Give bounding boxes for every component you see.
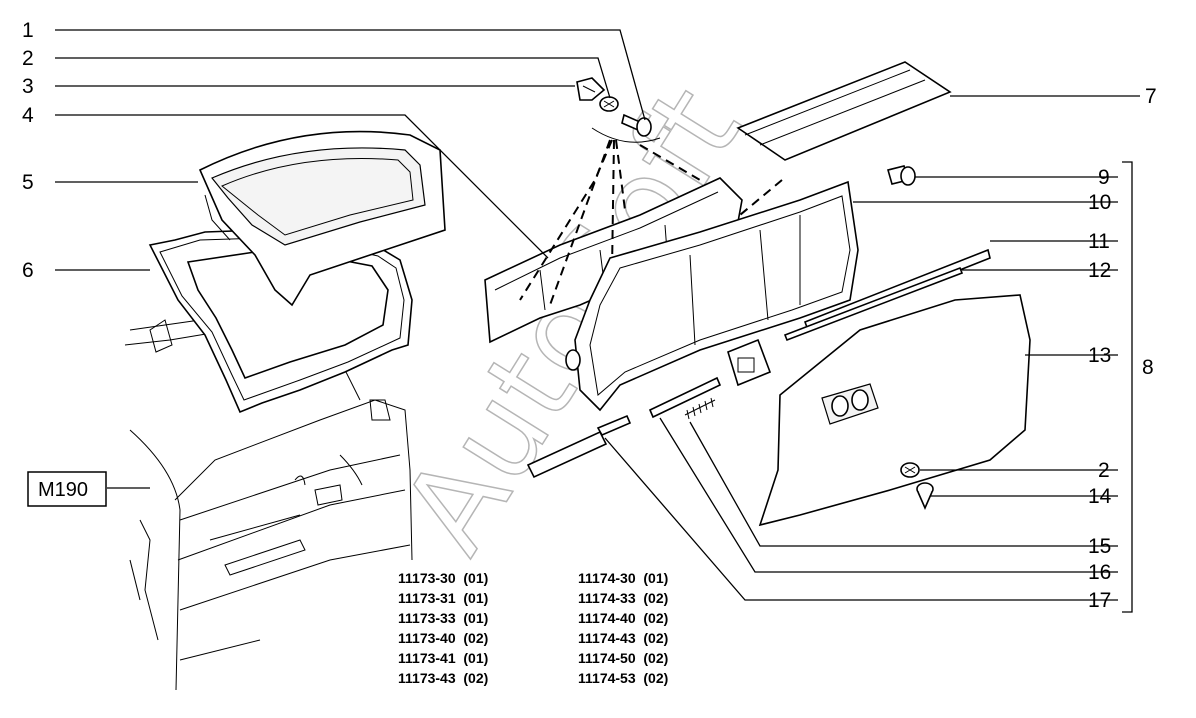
callout-3: 3: [22, 75, 34, 98]
callout-11: 11: [1088, 230, 1110, 253]
callout-13: 13: [1088, 344, 1111, 367]
group-bracket: [1122, 161, 1133, 613]
part-5-cluster-hood: [198, 130, 446, 307]
callout-2-lower: 2: [1098, 459, 1110, 482]
model-code: 11174-43 (02): [578, 630, 668, 646]
callout-14: 14: [1088, 485, 1112, 508]
part-2-washer-lower: [900, 462, 920, 478]
part-1-screw: [621, 113, 652, 137]
model-code: 11173-41 (01): [398, 650, 488, 666]
callout-7: 7: [1145, 85, 1157, 108]
part-2-washer: [599, 96, 619, 112]
part-14-screw: [916, 482, 934, 510]
callout-6: 6: [22, 259, 34, 282]
callout-2: 2: [22, 47, 34, 70]
model-code: 11174-40 (02): [578, 610, 668, 626]
assembly-arrows: [519, 139, 783, 306]
reference-box: M190: [27, 471, 107, 507]
model-code: 11173-31 (01): [398, 590, 488, 606]
model-codes-right: 11174-30 (01) 11174-33 (02) 11174-40 (02…: [578, 570, 668, 686]
model-code: 11173-30 (01): [398, 570, 488, 586]
callout-17: 17: [1088, 589, 1111, 612]
model-code: 11174-53 (02): [578, 670, 668, 686]
part-3-clip: [576, 77, 606, 101]
callout-16: 16: [1088, 561, 1111, 584]
model-code: 11174-50 (02): [578, 650, 668, 666]
part-17-damper: [526, 414, 632, 479]
callout-numbers: 1 2 3 4 5 6 7 9 10 11 12 13 8 2 14 15 16…: [22, 19, 1157, 612]
part-12-hinge-rod: [783, 266, 964, 342]
model-code: 11173-43 (02): [398, 670, 488, 686]
part-6-panel-frame: [148, 229, 413, 414]
callout-15: 15: [1088, 535, 1111, 558]
part-15-spring: [684, 397, 716, 420]
part-16-rod: [648, 376, 722, 419]
callout-10: 10: [1088, 191, 1111, 214]
model-code: 11173-33 (01): [398, 610, 488, 626]
callout-4: 4: [22, 104, 34, 127]
model-code: 11174-33 (02): [578, 590, 668, 606]
reference-box-label: M190: [38, 479, 88, 501]
part-9-bumper: [887, 165, 916, 186]
callout-9: 9: [1098, 166, 1110, 189]
fastener-group-arc: [591, 127, 661, 143]
callout-12: 12: [1088, 259, 1111, 282]
dashboard-background: [124, 299, 413, 691]
part-7-trim-strip: [736, 61, 952, 161]
model-code: 11173-40 (02): [398, 630, 488, 646]
part-10-glovebox-housing: [565, 180, 859, 412]
model-codes-left: 11173-30 (01) 11173-31 (01) 11173-33 (01…: [398, 570, 488, 686]
callout-8: 8: [1142, 356, 1154, 379]
leader-lines: [55, 29, 1140, 613]
model-code: 11174-30 (01): [578, 570, 668, 586]
latch-block: [727, 338, 772, 387]
part-13-glovebox-lid: [758, 294, 1031, 527]
callout-1: 1: [22, 19, 34, 42]
callout-5: 5: [22, 171, 34, 194]
